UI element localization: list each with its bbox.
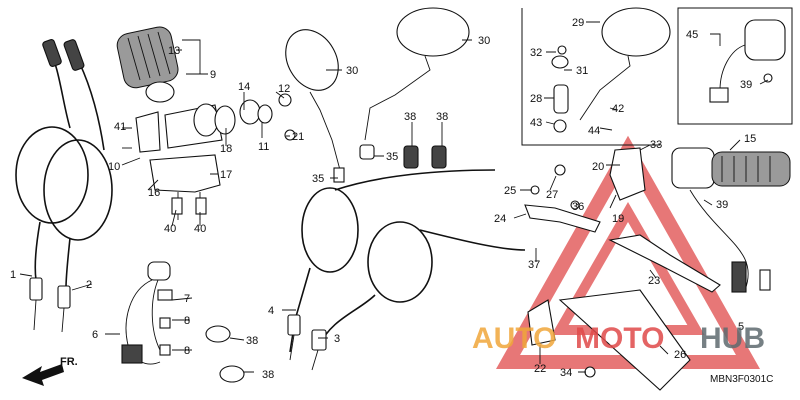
switch-wiring: [121, 261, 173, 365]
callout-39a: 39: [740, 79, 752, 91]
callout-1: 1: [10, 269, 16, 281]
callout-27: 27: [546, 189, 558, 201]
callout-25: 25: [504, 185, 516, 197]
callout-29: 29: [572, 17, 584, 29]
callout-4: 4: [268, 305, 274, 317]
callout-43: 43: [530, 117, 542, 129]
callout-33: 33: [650, 139, 662, 151]
diagram-code: MBN3F0301C: [710, 374, 773, 385]
callout-14: 14: [238, 81, 250, 93]
callout-12: 12: [278, 83, 290, 95]
callout-38b: 38: [436, 111, 448, 123]
callout-30b: 30: [478, 35, 490, 47]
callout-20: 20: [592, 161, 604, 173]
clutch-cables: [287, 169, 526, 371]
callout-40b: 40: [194, 223, 206, 235]
callout-8b: 8: [184, 345, 190, 357]
callout-9: 9: [210, 69, 216, 81]
left-mirror: [285, 29, 345, 183]
watermark-part-moto: MOTO: [575, 322, 664, 355]
brake-lever-group: [524, 147, 721, 346]
callout-45: 45: [686, 29, 698, 41]
callout-11: 11: [258, 141, 269, 153]
callout-40a: 40: [164, 223, 176, 235]
callout-21: 21: [292, 131, 304, 143]
callout-7: 7: [184, 293, 190, 305]
inset-box-mirror: [521, 7, 671, 146]
callout-19: 19: [612, 213, 624, 225]
callout-24: 24: [494, 213, 506, 225]
callout-30a: 30: [346, 65, 358, 77]
callout-42: 42: [612, 103, 624, 115]
callout-23: 23: [648, 275, 660, 287]
switch-housing: [122, 93, 296, 220]
callout-38a: 38: [404, 111, 416, 123]
callout-8a: 8: [184, 315, 190, 327]
callout-10: 10: [108, 161, 120, 173]
callout-22: 22: [534, 363, 546, 375]
callout-38d: 38: [262, 369, 274, 381]
right-cover: [558, 289, 691, 391]
callout-36: 36: [572, 201, 584, 213]
inset-box-switch: [677, 7, 793, 125]
callout-26: 26: [674, 349, 686, 361]
right-mirror-left-side: [359, 7, 470, 160]
callout-6: 6: [92, 329, 98, 341]
callout-2: 2: [86, 279, 92, 291]
watermark-part-hub: HUB: [700, 322, 765, 355]
callout-18: 18: [220, 143, 232, 155]
callout-labels: 1 2 3 4 5 6 7 8 8 9 10 11 12 13 14 15 16…: [10, 17, 756, 381]
callout-28: 28: [530, 93, 542, 105]
front-label: FR.: [60, 356, 78, 368]
right-grip: [671, 147, 791, 293]
callout-16: 16: [148, 187, 160, 199]
leader-lines: [19, 21, 769, 373]
callout-35b: 35: [386, 151, 398, 163]
callout-37: 37: [528, 259, 540, 271]
watermark-text: AUTO MOTO HUB: [472, 322, 765, 355]
cable-clamps: [205, 145, 447, 383]
callout-38c: 38: [246, 335, 258, 347]
callout-34: 34: [560, 367, 572, 379]
callout-17: 17: [220, 169, 232, 181]
callout-39b: 39: [716, 199, 728, 211]
watermark-part-auto: AUTO: [472, 322, 556, 355]
callout-13: 13: [168, 45, 180, 57]
front-direction-arrow: FR.: [22, 356, 78, 386]
callout-15: 15: [744, 133, 756, 145]
throttle-cables: [15, 39, 113, 333]
callout-31: 31: [576, 65, 588, 77]
callout-44: 44: [588, 125, 600, 137]
callout-35a: 35: [312, 173, 324, 185]
callout-3: 3: [334, 333, 340, 345]
callout-5: 5: [738, 321, 744, 333]
callout-32: 32: [530, 47, 542, 59]
callout-41: 41: [114, 121, 126, 133]
left-grip: [116, 26, 179, 103]
